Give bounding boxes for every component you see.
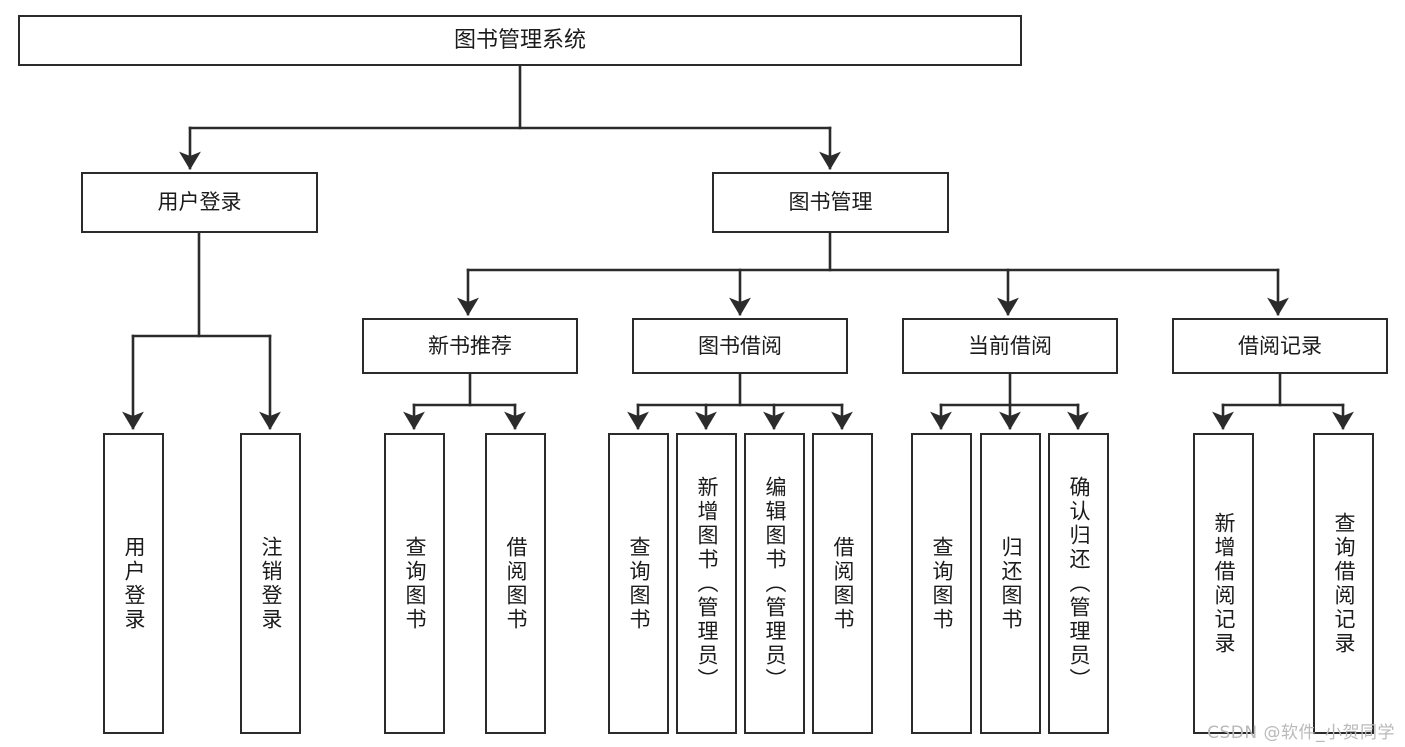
node-current-borrow[interactable]: 当前借阅 xyxy=(902,318,1118,374)
node-leaf-query-book-1[interactable]: 查询图书 xyxy=(384,433,445,734)
node-leaf-return-book[interactable]: 归还图书 xyxy=(980,433,1041,734)
node-label: 归还图书 xyxy=(999,535,1023,632)
node-label: 图书借阅 xyxy=(698,333,782,358)
node-leaf-confirm-return[interactable]: 确认归还（管理员） xyxy=(1048,433,1109,734)
node-label: 新书推荐 xyxy=(428,333,512,358)
node-leaf-logout-login[interactable]: 注销登录 xyxy=(240,433,301,734)
node-label: 注销登录 xyxy=(259,535,283,632)
node-label: 用户登录 xyxy=(157,190,242,215)
node-leaf-query-record[interactable]: 查询借阅记录 xyxy=(1313,433,1374,734)
node-label: 图书管理 xyxy=(788,190,873,215)
node-label: 用户登录 xyxy=(122,535,146,632)
node-label: 查询借阅记录 xyxy=(1332,511,1356,656)
node-book-management[interactable]: 图书管理 xyxy=(712,172,949,233)
node-leaf-query-book-2[interactable]: 查询图书 xyxy=(608,433,669,734)
node-leaf-borrow-book-2[interactable]: 借阅图书 xyxy=(812,433,873,734)
node-book-borrow[interactable]: 图书借阅 xyxy=(632,318,848,374)
node-label: 确认归还（管理员） xyxy=(1067,475,1091,692)
node-label: 查询图书 xyxy=(627,535,651,632)
node-book-management-system[interactable]: 图书管理系统 xyxy=(18,15,1022,66)
node-borrow-record[interactable]: 借阅记录 xyxy=(1172,318,1388,374)
node-label: 编辑图书（管理员） xyxy=(763,475,787,692)
node-label: 当前借阅 xyxy=(968,333,1052,358)
node-leaf-query-book-3[interactable]: 查询图书 xyxy=(911,433,972,734)
node-leaf-user-login[interactable]: 用户登录 xyxy=(103,433,164,734)
node-leaf-edit-book[interactable]: 编辑图书（管理员） xyxy=(744,433,805,734)
watermark: CSDN @软件_小贺同学 xyxy=(1207,723,1395,743)
node-label: 借阅图书 xyxy=(504,535,528,632)
node-label: 查询图书 xyxy=(403,535,427,632)
node-label: 借阅图书 xyxy=(831,535,855,632)
node-leaf-add-book[interactable]: 新增图书（管理员） xyxy=(676,433,737,734)
node-new-book-recommend[interactable]: 新书推荐 xyxy=(362,318,578,374)
node-label: 借阅记录 xyxy=(1238,333,1322,358)
node-label: 查询图书 xyxy=(930,535,954,632)
node-label: 新增借阅记录 xyxy=(1212,511,1236,656)
node-user-login[interactable]: 用户登录 xyxy=(81,172,318,233)
node-label: 新增图书（管理员） xyxy=(695,475,719,692)
node-leaf-borrow-book-1[interactable]: 借阅图书 xyxy=(485,433,546,734)
node-label: 图书管理系统 xyxy=(453,27,586,53)
node-leaf-add-record[interactable]: 新增借阅记录 xyxy=(1193,433,1254,734)
